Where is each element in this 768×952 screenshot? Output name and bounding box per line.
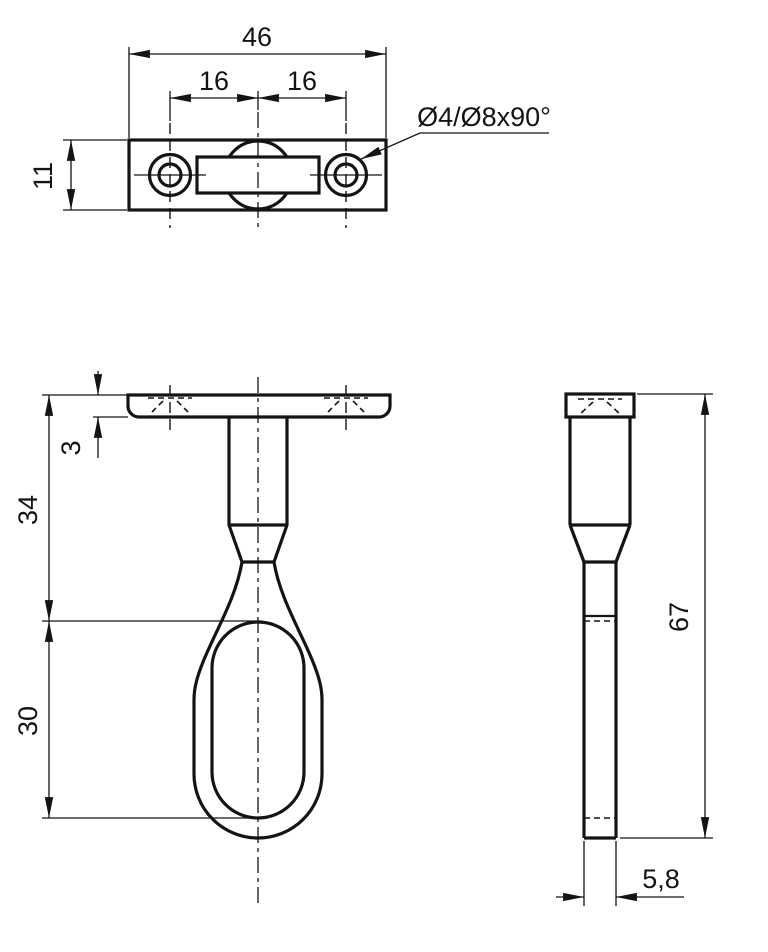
dim-opening-height: 30 (13, 621, 54, 818)
dim-hole-spacing: 16 16 (169, 66, 347, 121)
hidden-line (579, 401, 594, 415)
dim-plate-depth-label: 11 (28, 162, 58, 190)
dim-plate-thickness: 3 (56, 371, 103, 458)
dim-opening-height-label: 30 (13, 706, 43, 736)
dim-profile-width: 5,8 (556, 841, 684, 906)
side-plate-outline (564, 392, 636, 419)
dim-plate-depth: 11 (28, 139, 127, 211)
hole-callout: Ø4/Ø8x90° (360, 102, 551, 160)
hidden-line (327, 400, 340, 413)
countersink-hidden-right (324, 397, 368, 413)
countersink-hidden-side (578, 398, 622, 415)
countersink-hidden-left (148, 397, 192, 413)
side-taper-edge (614, 524, 632, 563)
front-plate-outline (126, 393, 392, 419)
dim-overall-width: 46 (128, 22, 387, 138)
dim-upper-height-label: 34 (13, 495, 43, 525)
dim-overall-width-label: 46 (242, 22, 272, 52)
dim-hole-offset-right-label: 16 (287, 66, 317, 96)
hidden-line (151, 400, 164, 413)
leader-line (360, 132, 421, 160)
side-view: 67 5,8 (556, 392, 713, 906)
dim-upper-height: 34 (13, 395, 54, 621)
hole-callout-label: Ø4/Ø8x90° (417, 102, 551, 132)
dim-hole-offset-left-label: 16 (199, 66, 229, 96)
hidden-line (352, 400, 365, 413)
hidden-line (176, 400, 189, 413)
dim-profile-width-label: 5,8 (642, 864, 680, 894)
side-taper-edge (568, 524, 586, 563)
front-view: 3 34 30 (13, 371, 392, 906)
dim-overall-height-label: 67 (664, 602, 694, 632)
dim-plate-thickness-label: 3 (56, 440, 86, 455)
hidden-line (606, 401, 621, 415)
top-view: 46 16 16 11 Ø4/Ø8x90° (28, 22, 551, 229)
dim-overall-height: 67 (620, 393, 713, 839)
